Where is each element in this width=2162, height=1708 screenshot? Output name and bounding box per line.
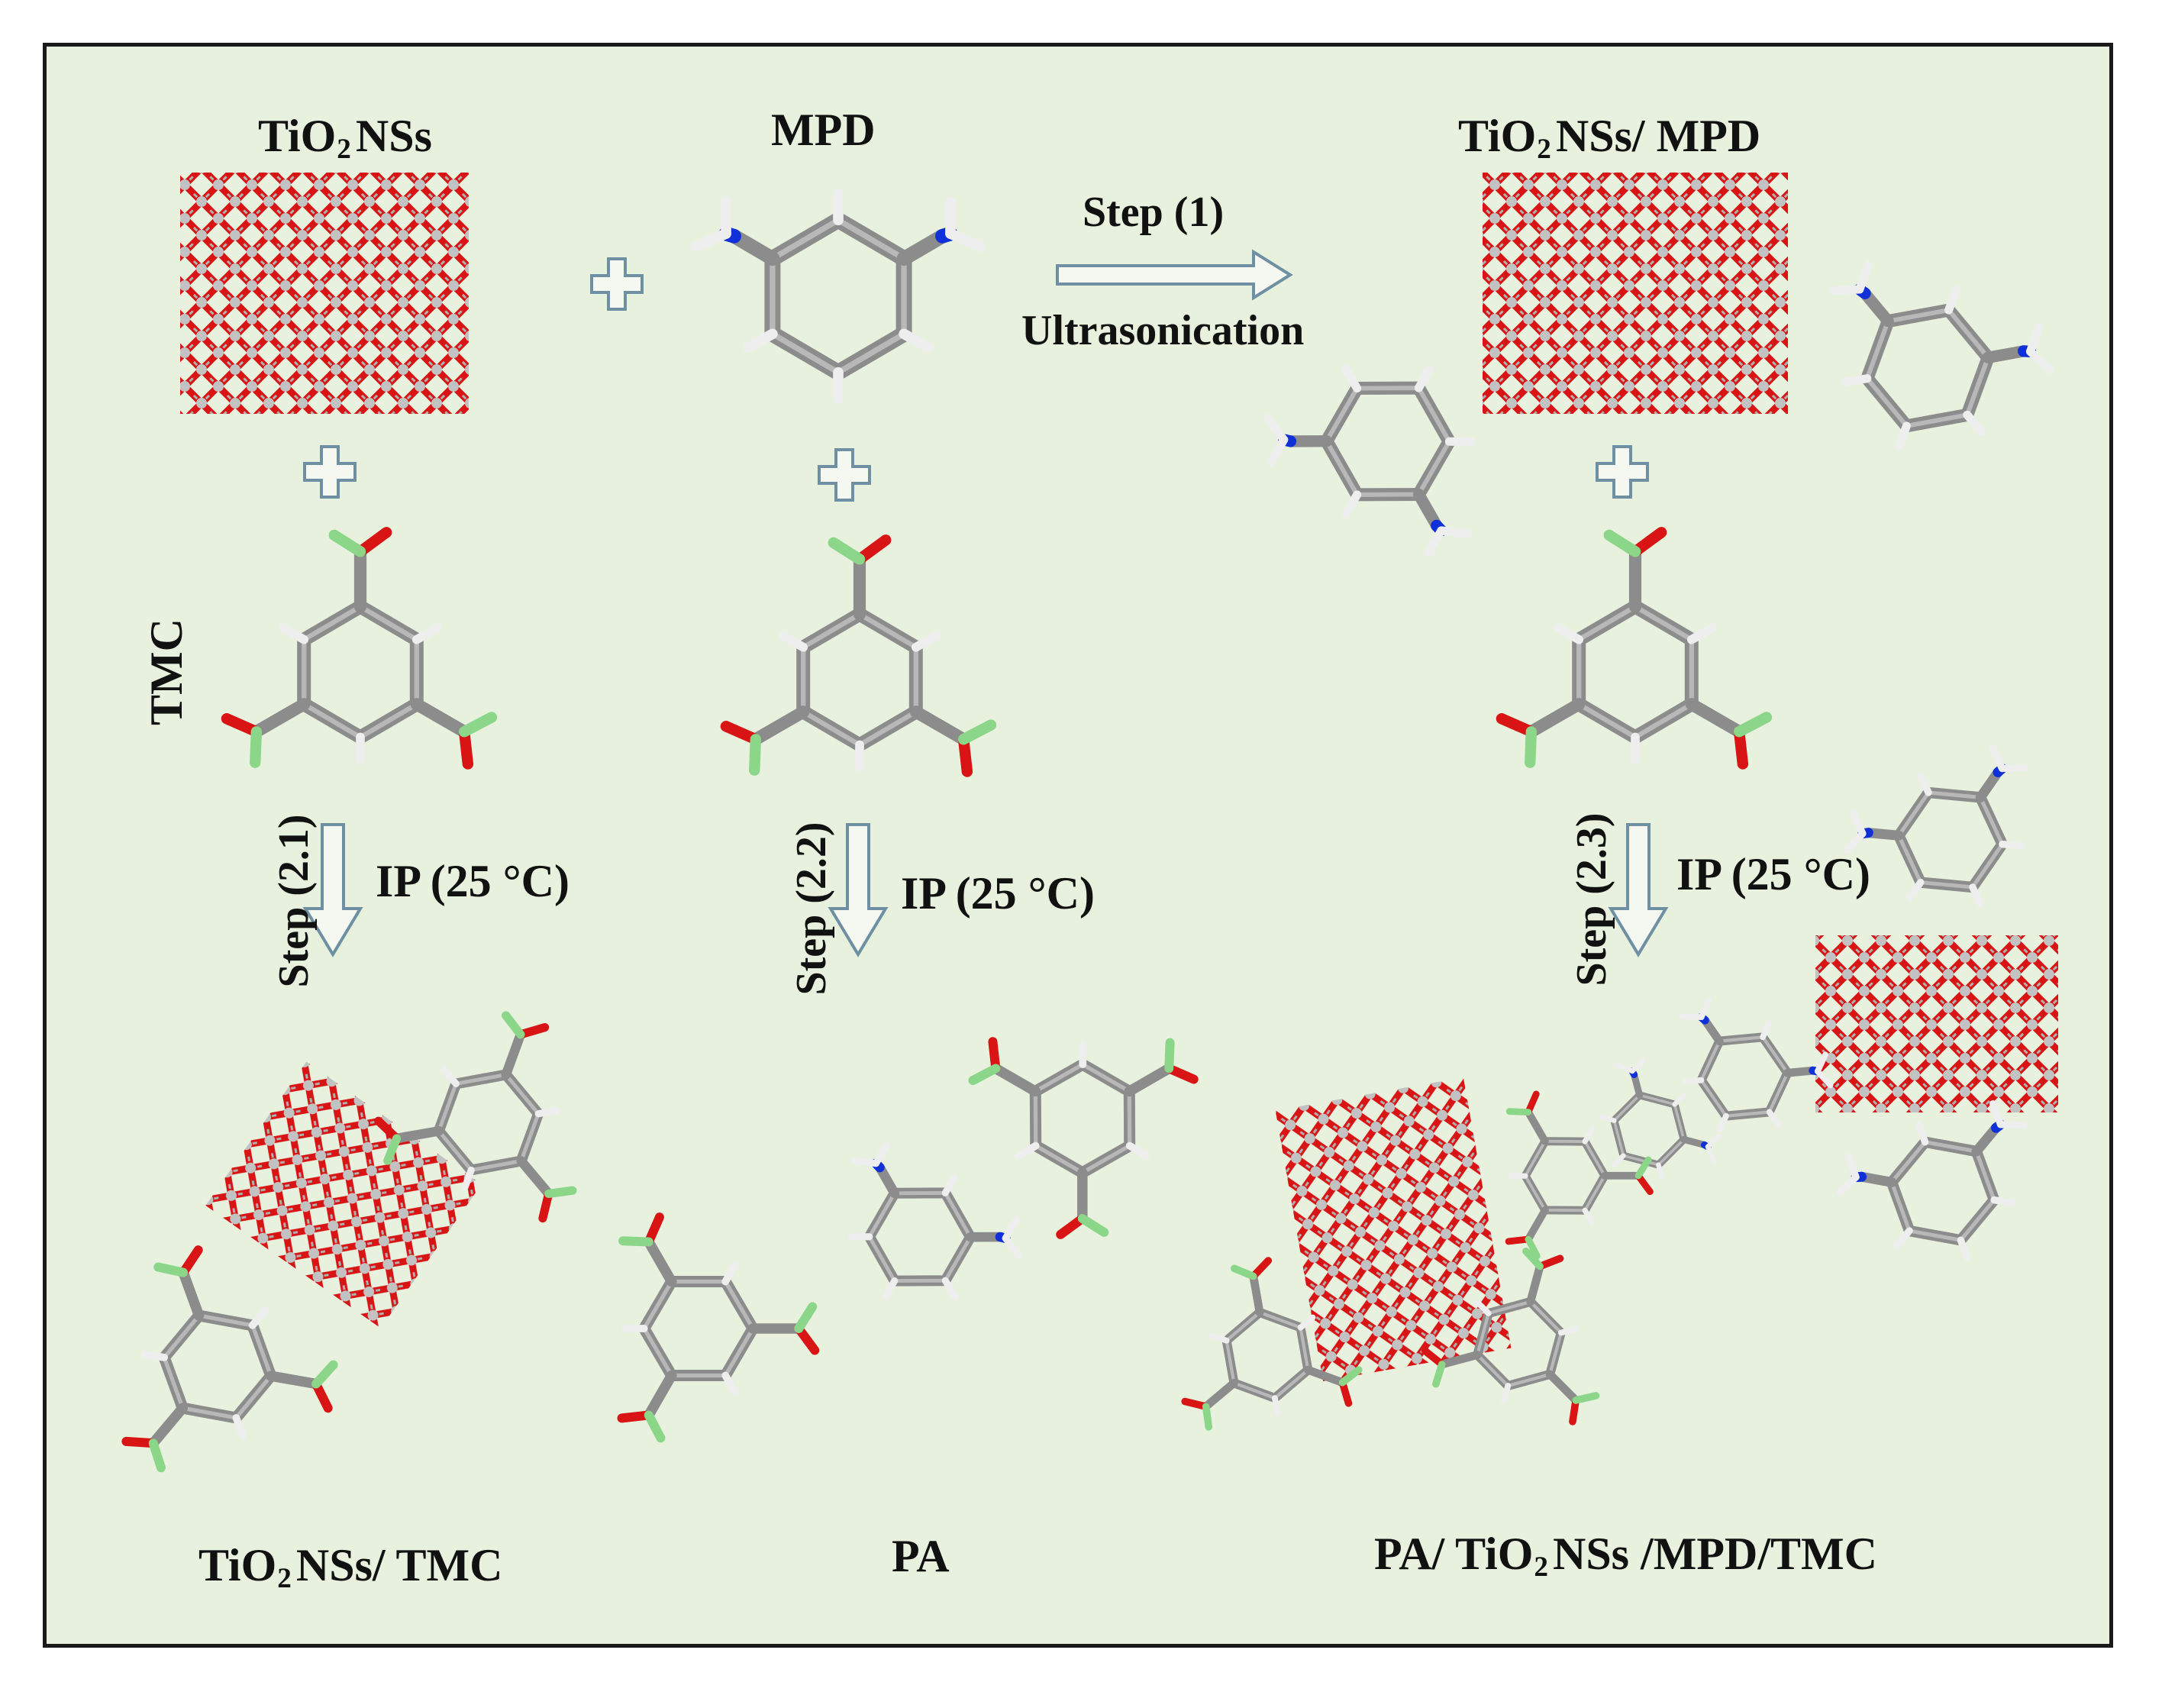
down-arrow-icon bbox=[1609, 823, 1667, 956]
tio2-nanosheet-lattice bbox=[205, 1061, 482, 1329]
right-arrow-icon bbox=[1056, 249, 1293, 301]
mpd-molecule bbox=[1791, 250, 2065, 486]
tmc-molecule bbox=[227, 532, 494, 764]
tio2-nanosheet-lattice bbox=[1815, 935, 2058, 1112]
tio2-nanosheet-lattice bbox=[180, 173, 469, 414]
label-pa: PA bbox=[892, 1531, 950, 1581]
mpd-molecule bbox=[1646, 989, 1844, 1164]
label-tmc: TMC bbox=[141, 618, 192, 725]
plus-icon bbox=[303, 445, 357, 499]
plus-icon bbox=[1596, 445, 1649, 499]
tmc-molecule bbox=[1502, 532, 1769, 764]
tmc-molecule bbox=[622, 1217, 815, 1440]
tmc-molecule bbox=[926, 964, 1205, 1254]
mpd-molecule bbox=[1827, 1092, 2059, 1291]
label-step-2-1: Step (2.1) bbox=[270, 814, 318, 988]
mpd-molecule bbox=[1832, 735, 2069, 944]
label-ip-2-2: IP (25 °C) bbox=[901, 868, 1095, 919]
label-ultrasonication: Ultrasonication bbox=[1021, 307, 1305, 354]
label-mpd: MPD bbox=[771, 105, 876, 155]
label-step-1: Step (1) bbox=[1083, 189, 1225, 236]
tmc-molecule bbox=[726, 540, 993, 771]
label-step-2-3: Step (2.3) bbox=[1568, 812, 1615, 986]
plus-icon bbox=[818, 448, 871, 502]
label-ip-2-3: IP (25 °C) bbox=[1676, 849, 1870, 899]
label-step-2-2: Step (2.2) bbox=[788, 822, 835, 996]
mpd-molecule bbox=[803, 1130, 1036, 1344]
plus-icon bbox=[590, 257, 644, 311]
tio2-nanosheet-lattice bbox=[1275, 1077, 1512, 1381]
tio2-nanosheet-lattice bbox=[1483, 173, 1788, 414]
down-arrow-icon bbox=[829, 823, 887, 956]
mpd-molecule bbox=[695, 194, 981, 399]
label-ip-2-1: IP (25 °C) bbox=[376, 856, 570, 906]
